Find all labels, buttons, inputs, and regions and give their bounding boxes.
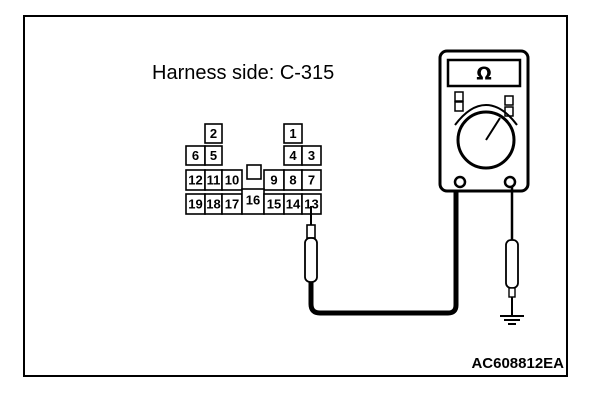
connector-pin-11: 11	[207, 173, 221, 188]
connector-pin-9: 9	[270, 173, 277, 188]
connector-pin-12: 12	[188, 173, 202, 188]
connector-pin-16: 16	[246, 193, 260, 208]
connector-pin-5: 5	[210, 148, 217, 163]
ohm-symbol: Ω	[476, 64, 491, 85]
connector-pin-19: 19	[188, 197, 202, 212]
connector-pin-2-cell	[204, 123, 223, 144]
meter-range-button-1	[454, 91, 464, 102]
ground-symbol-icon	[500, 309, 524, 325]
connector-pin-2: 2	[210, 126, 217, 141]
meter-range-button-3	[504, 95, 514, 106]
meter-scale-arc	[454, 103, 518, 126]
connector-latch	[246, 164, 262, 180]
connector-pin-1: 1	[289, 126, 296, 141]
connector-pin-14: 14	[286, 197, 301, 212]
connector-pin-13: 13	[304, 197, 318, 212]
ohmmeter	[438, 49, 530, 193]
connector-pin-7: 7	[308, 173, 315, 188]
probe-pin-13	[304, 206, 318, 283]
connector-pin-18: 18	[206, 197, 220, 212]
connector-pin-4: 4	[289, 148, 297, 163]
harness-caption: Harness side: C-315	[152, 62, 335, 84]
connector-pin-7-cell	[301, 169, 322, 191]
connector-pin-5-cell	[204, 145, 223, 166]
connector-pin-8: 8	[289, 173, 296, 188]
meter-display	[446, 58, 522, 88]
meter-range-button-2	[454, 101, 464, 112]
connector-pin-17: 17	[225, 197, 239, 212]
meter-jack-com	[453, 175, 467, 189]
connector-pin-15: 15	[267, 197, 281, 212]
connector-pin-3-cell	[301, 145, 322, 166]
connector-pin-10-cell	[221, 169, 243, 191]
figure-id: AC608812EA	[471, 355, 564, 372]
probe-ground	[505, 239, 519, 309]
connector-c315: 2 1 6 5 4 3 12 11 10 9 8 7 19 18 17 16 1…	[185, 123, 322, 215]
connector-pin-10: 10	[225, 173, 239, 188]
connector-pin-3: 3	[308, 148, 315, 163]
dial-pointer	[485, 117, 501, 141]
connector-pin-6: 6	[192, 148, 199, 163]
meter-jack-ohm	[503, 175, 517, 189]
connector-pin-1-cell	[283, 123, 303, 144]
probe-lead-wire	[308, 183, 459, 316]
